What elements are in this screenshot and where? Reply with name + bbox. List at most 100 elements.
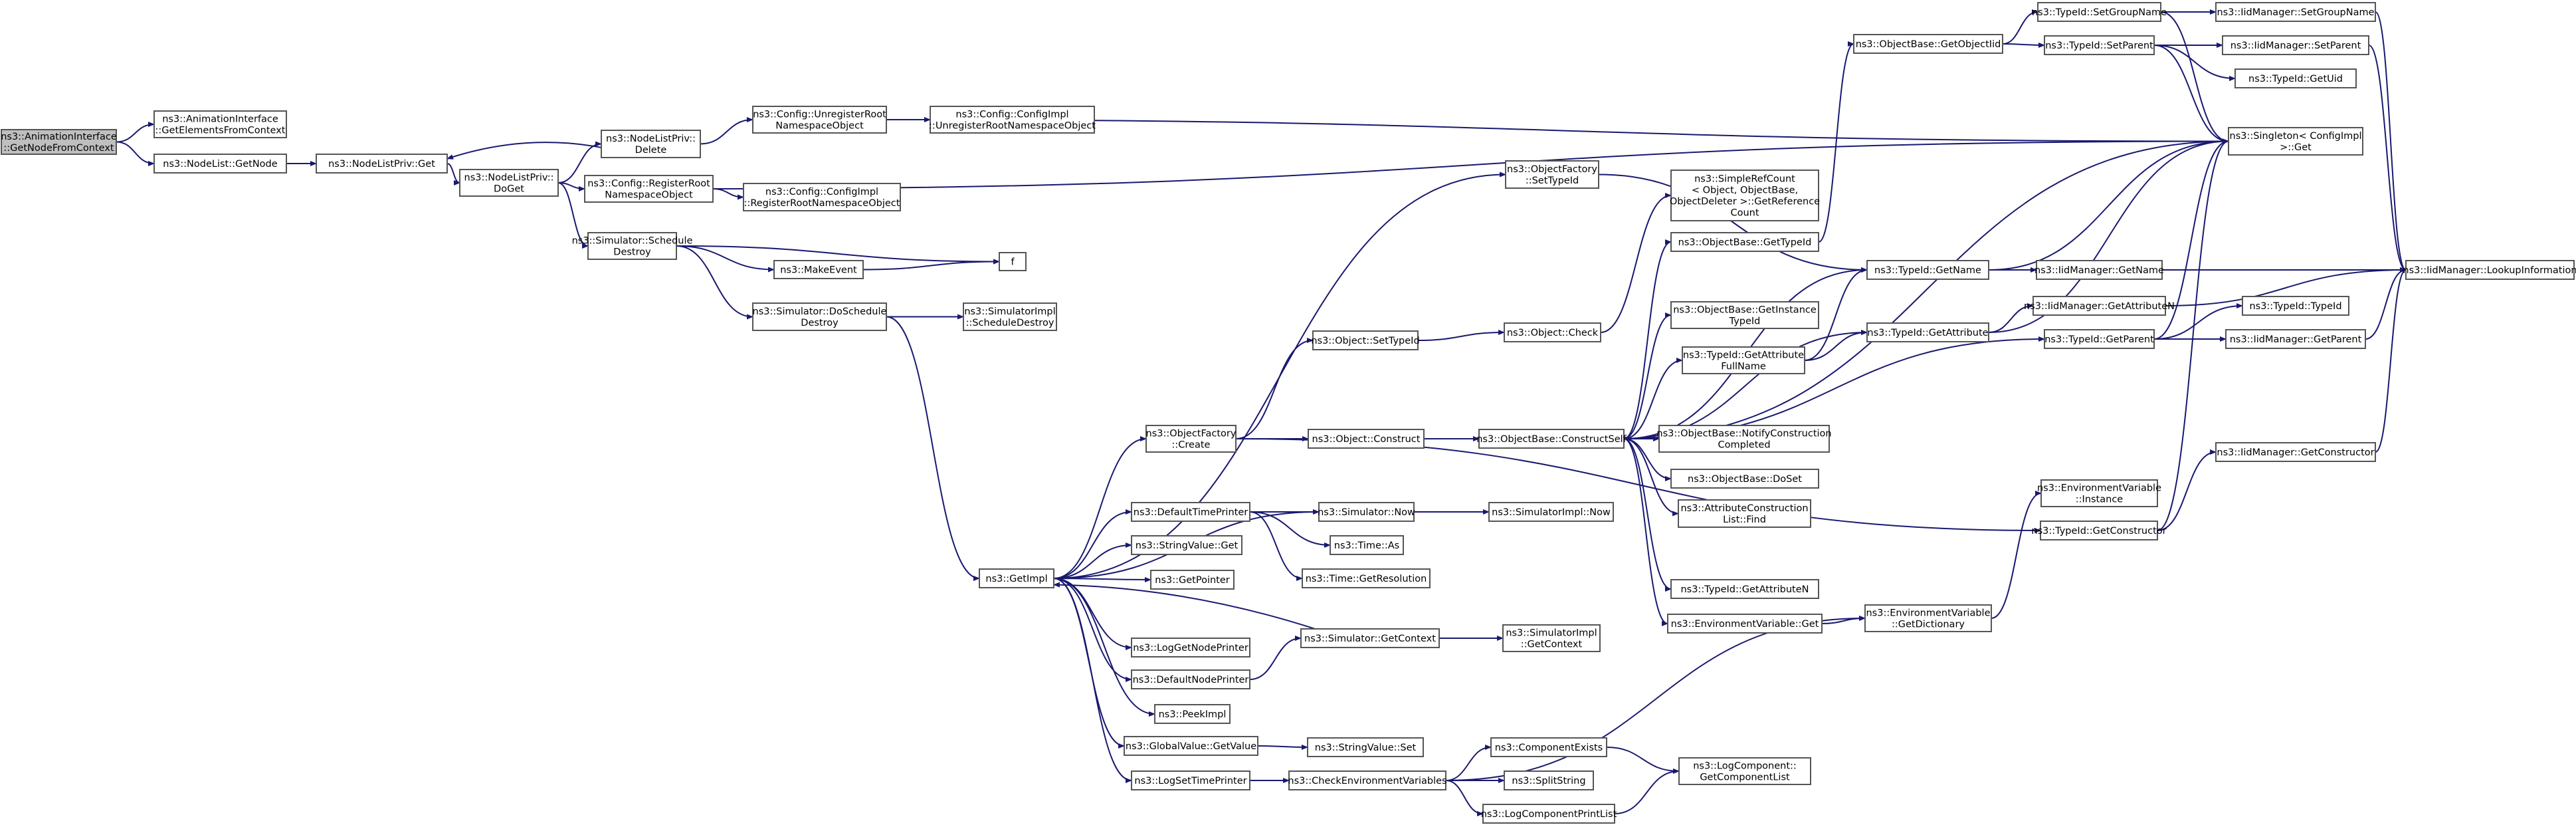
graph-node-makeEvent[interactable]: ns3::MakeEvent — [773, 260, 864, 279]
graph-node-logCompGetList[interactable]: ns3::LogComponent::GetComponentList — [1678, 757, 1811, 785]
call-edge-iidMgrGetParent-to-iidMgrLookup — [2365, 267, 2407, 340]
node-label: NamespaceObject — [775, 121, 864, 132]
graph-node-defNodePrinter[interactable]: ns3::DefaultNodePrinter — [1131, 669, 1250, 689]
node-box — [1145, 425, 1237, 453]
graph-node-tidGetConstructor[interactable]: ns3::TypeId::GetConstructor — [2031, 521, 2167, 540]
call-edge-iidMgrGetConstructor-to-iidMgrLookup — [2375, 267, 2407, 453]
node-box — [1658, 425, 1830, 453]
graph-node-srcGetRefCount[interactable]: ns3::SimpleRefCount< Object, ObjectBase,… — [1670, 170, 1820, 221]
graph-node-checkEnv[interactable]: ns3::CheckEnvironmentVariables — [1288, 770, 1447, 790]
graph-node-simImplGetContext[interactable]: ns3::SimulatorImpl::GetContext — [1502, 624, 1601, 652]
call-edge-nlpDelete-to-nlpGet — [446, 142, 602, 160]
graph-node-tidTypeId[interactable]: ns3::TypeId::TypeId — [2242, 296, 2349, 316]
graph-node-nlpDoGet[interactable]: ns3::NodeListPriv::DoGet — [459, 169, 559, 197]
graph-node-iidMgrLookup[interactable]: ns3::IidManager::LookupInformation — [2403, 260, 2576, 280]
graph-node-tidGetName[interactable]: ns3::TypeId::GetName — [1866, 260, 1989, 280]
node-label: ns3::Simulator::Schedule — [572, 236, 693, 247]
graph-node-defTimePrinter[interactable]: ns3::DefaultTimePrinter — [1131, 502, 1250, 522]
graph-node-logGetNodePrinter[interactable]: ns3::LogGetNodePrinter — [1131, 638, 1250, 657]
graph-node-logCompPrintList[interactable]: ns3::LogComponentPrintList — [1481, 804, 1617, 824]
graph-node-compExists[interactable]: ns3::ComponentExists — [1490, 737, 1607, 757]
graph-node-getElems[interactable]: ns3::AnimationInterface::GetElementsFrom… — [153, 110, 287, 138]
graph-node-simImplSchedDestroy[interactable]: ns3::SimulatorImpl::ScheduleDestroy — [963, 302, 1057, 331]
node-label: ns3::MakeEvent — [780, 265, 857, 276]
node-label: ns3::GlobalValue::GetValue — [1126, 741, 1256, 752]
graph-node-obConstructSelf[interactable]: ns3::ObjectBase::ConstructSelf — [1476, 429, 1627, 449]
node-box — [1502, 624, 1601, 652]
graph-node-peekImpl[interactable]: ns3::PeekImpl — [1154, 704, 1231, 724]
graph-node-nlpDelete[interactable]: ns3::NodeListPriv::Delete — [601, 130, 701, 158]
call-edge-obGetObjectIid-to-tidSetParent — [2002, 42, 2045, 48]
graph-node-getPointer[interactable]: ns3::GetPointer — [1150, 570, 1235, 590]
graph-node-tidGetAttribute[interactable]: ns3::TypeId::GetAttribute — [1866, 322, 1989, 342]
graph-node-tidSetParent[interactable]: ns3::TypeId::SetParent — [2044, 35, 2155, 55]
node-box — [1866, 260, 1989, 280]
call-edge-tidGetAttrFullName-to-tidGetName — [1804, 267, 1868, 361]
graph-node-cfgUnreg[interactable]: ns3::Config::UnregisterRootNamespaceObje… — [752, 106, 887, 134]
graph-node-objCheck[interactable]: ns3::Object::Check — [1504, 322, 1601, 342]
call-edge-obConstructSelf-to-acListFind — [1623, 438, 1679, 517]
graph-node-gvGetValue[interactable]: ns3::GlobalValue::GetValue — [1124, 736, 1258, 756]
node-label: ns3::EnvironmentVariable::Get — [1671, 619, 1819, 630]
graph-node-timeAs[interactable]: ns3::Time::As — [1330, 535, 1404, 555]
graph-node-obGetTypeId[interactable]: ns3::ObjectBase::GetTypeId — [1670, 232, 1819, 252]
graph-node-iidMgrSetGroupName[interactable]: ns3::IidManager::SetGroupName — [2215, 2, 2376, 22]
graph-node-tidSetGroupName[interactable]: ns3::TypeId::SetGroupName — [2032, 2, 2167, 22]
graph-node-iidMgrGetConstructor[interactable]: ns3::IidManager::GetConstructor — [2215, 442, 2376, 462]
node-label: ns3::AttributeConstruction — [1680, 503, 1808, 514]
graph-node-simNow[interactable]: ns3::Simulator::Now — [1318, 502, 1415, 522]
graph-node-simImplNow[interactable]: ns3::SimulatorImpl::Now — [1488, 502, 1614, 522]
node-box — [2222, 35, 2369, 55]
graph-node-iidMgrGetName[interactable]: ns3::IidManager::GetName — [2034, 260, 2164, 280]
node-box — [1670, 232, 1819, 252]
node-box — [153, 154, 287, 174]
graph-node-strValGet[interactable]: ns3::StringValue::Get — [1131, 535, 1242, 555]
graph-node-cfgImplReg[interactable]: ns3::Config::ConfigImpl::RegisterRootNam… — [743, 183, 901, 211]
call-edge-obGetObjectIid-to-tidSetGroupName — [2002, 9, 2038, 45]
call-edge-tidGetParent-to-tidTypeId — [2153, 303, 2243, 340]
node-label: GetComponentList — [1700, 772, 1790, 783]
graph-node-logSetTimePrinter[interactable]: ns3::LogSetTimePrinter — [1131, 770, 1250, 790]
node-label: ns3::TypeId::GetAttribute — [1683, 350, 1804, 361]
graph-node-simGetContext[interactable]: ns3::Simulator::GetContext — [1300, 628, 1440, 648]
graph-node-simSchedDestroy[interactable]: ns3::Simulator::ScheduleDestroy — [572, 232, 693, 260]
graph-node-tidGetAttrN[interactable]: ns3::TypeId::GetAttributeN — [1670, 579, 1819, 599]
graph-node-envGetDict[interactable]: ns3::EnvironmentVariable::GetDictionary — [1864, 604, 1992, 632]
graph-node-f[interactable]: f — [999, 252, 1027, 271]
graph-node-ofSetTypeId[interactable]: ns3::ObjectFactory::SetTypeId — [1505, 160, 1599, 189]
graph-node-singletonGet[interactable]: ns3::Singleton< ConfigImpl>::Get — [2228, 127, 2363, 156]
graph-node-root[interactable]: ns3::AnimationInterface::GetNodeFromCont… — [1, 129, 117, 155]
graph-node-tidGetUid[interactable]: ns3::TypeId::GetUid — [2234, 68, 2357, 88]
node-label: TypeId — [1729, 316, 1761, 327]
graph-node-obDoSet[interactable]: ns3::ObjectBase::DoSet — [1670, 469, 1819, 489]
graph-node-envInstance[interactable]: ns3::EnvironmentVariable::Instance — [2037, 479, 2161, 507]
graph-node-objConstruct[interactable]: ns3::Object::Construct — [1308, 429, 1425, 449]
graph-node-obGetObjectIid[interactable]: ns3::ObjectBase::GetObjectIid — [1853, 34, 2003, 54]
graph-node-getImpl[interactable]: ns3::GetImpl — [979, 568, 1054, 588]
graph-node-iidMgrGetAttrN[interactable]: ns3::IidManager::GetAttributeN — [2024, 296, 2175, 316]
graph-node-objSetTypeId[interactable]: ns3::Object::SetTypeId — [1311, 330, 1420, 350]
graph-node-cfgImplUnreg[interactable]: ns3::Config::ConfigImpl::UnregisterRootN… — [929, 106, 1096, 134]
graph-node-nlpGet[interactable]: ns3::NodeListPriv::Get — [316, 154, 448, 174]
graph-node-iidMgrSetParent[interactable]: ns3::IidManager::SetParent — [2222, 35, 2369, 55]
graph-node-tidGetParent[interactable]: ns3::TypeId::GetParent — [2044, 329, 2155, 349]
node-box — [459, 169, 559, 197]
graph-node-obNotify[interactable]: ns3::ObjectBase::NotifyConstructionCompl… — [1656, 425, 1832, 453]
graph-node-iidMgrGetParent[interactable]: ns3::IidManager::GetParent — [2225, 329, 2366, 349]
graph-node-ofCreate[interactable]: ns3::ObjectFactory::Create — [1145, 425, 1237, 453]
graph-node-splitString[interactable]: ns3::SplitString — [1504, 770, 1594, 790]
graph-node-nlGetNode[interactable]: ns3::NodeList::GetNode — [153, 154, 287, 174]
graph-node-cfgReg[interactable]: ns3::Config::RegisterRootNamespaceObject — [584, 175, 714, 203]
node-label: ns3::Config::RegisterRoot — [587, 179, 710, 189]
graph-node-envGet[interactable]: ns3::EnvironmentVariable::Get — [1667, 614, 1823, 634]
node-label: DoGet — [494, 184, 524, 195]
node-label: ns3::ObjectFactory — [1507, 164, 1597, 175]
graph-node-timeGetRes[interactable]: ns3::Time::GetResolution — [1302, 568, 1431, 588]
graph-node-strValSet[interactable]: ns3::StringValue::Set — [1307, 737, 1424, 757]
